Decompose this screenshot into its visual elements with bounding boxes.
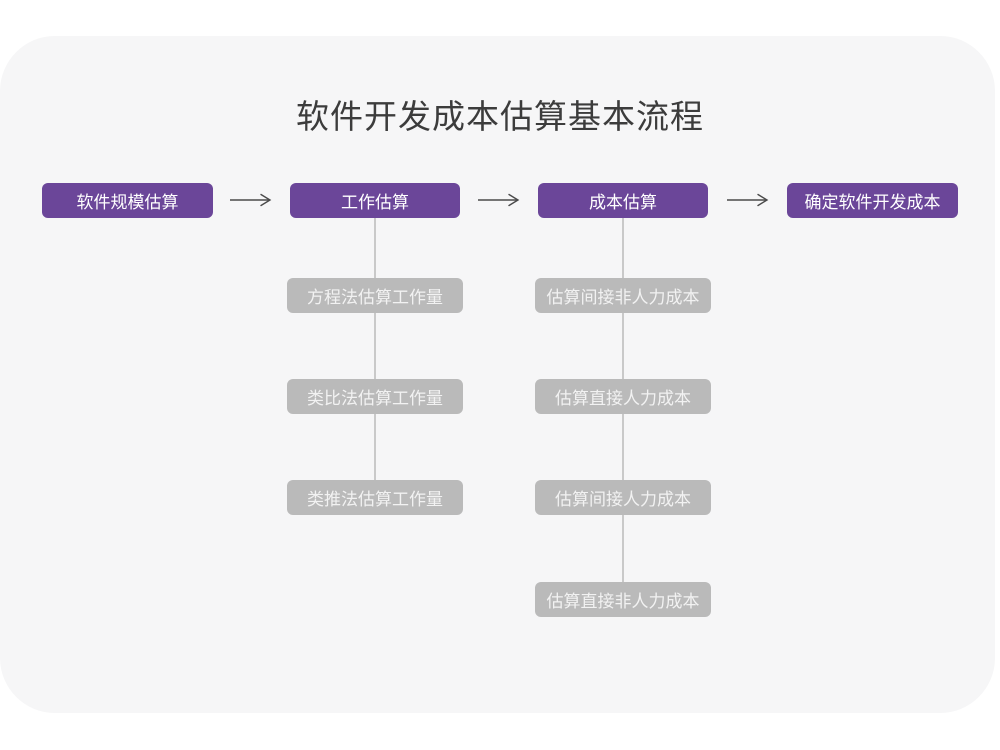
substep-extrapolation-method: 类推法估算工作量: [287, 480, 463, 515]
diagram-title: 软件开发成本估算基本流程: [296, 98, 704, 135]
diagram-background-panel: [0, 36, 995, 713]
substep-indirect-labor-cost: 估算间接人力成本: [535, 480, 711, 515]
flow-node-work-estimation: 工作估算: [290, 183, 460, 218]
flow-node-determine-cost: 确定软件开发成本: [787, 183, 958, 218]
flow-node-cost-estimation: 成本估算: [538, 183, 708, 218]
right-arrow-icon: [727, 193, 769, 207]
substep-direct-labor-cost: 估算直接人力成本: [535, 379, 711, 414]
substep-analogy-method: 类比法估算工作量: [287, 379, 463, 414]
substep-equation-method: 方程法估算工作量: [287, 278, 463, 313]
connector-line-work: [374, 218, 376, 498]
right-arrow-icon: [230, 193, 272, 207]
substep-direct-nonlabor-cost: 估算直接非人力成本: [535, 582, 711, 617]
substep-indirect-nonlabor-cost: 估算间接非人力成本: [535, 278, 711, 313]
right-arrow-icon: [478, 193, 520, 207]
flow-node-scale-estimation: 软件规模估算: [42, 183, 213, 218]
